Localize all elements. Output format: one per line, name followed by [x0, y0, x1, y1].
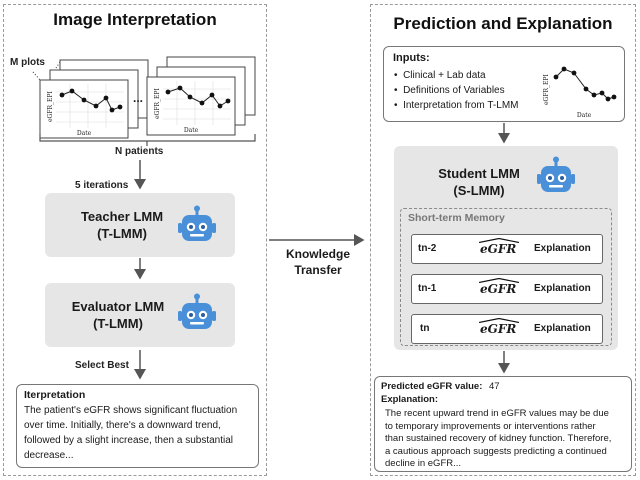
input-item: • Interpretation from T-LMM — [394, 100, 519, 111]
plot-grid-right — [163, 81, 231, 125]
right-flow-arrows — [498, 123, 510, 374]
n-patients-label: N patients — [115, 146, 164, 157]
interpretation-heading: Iterpretation — [24, 389, 86, 401]
inputs-box: Inputs: • Clinical + Lab data • Definiti… — [383, 46, 625, 122]
memory-row-label: tn-2 — [418, 243, 437, 254]
plot-ylabel-left: eGFR_EPI — [47, 91, 54, 122]
memory-row-explanation: Explanation — [534, 283, 591, 294]
memory-row-egfr: eGFR — [479, 278, 519, 296]
input-plot-xlabel: Date — [577, 112, 592, 119]
left-flow-arrows — [134, 160, 146, 380]
plot-stacks: eGFR_EPI Date eGFR_EPI Date ... — [32, 56, 256, 146]
explanation-text: The recent upward trend in eGFR values m… — [385, 408, 612, 469]
input-egfr-plot: eGFR_EPI Date — [543, 66, 617, 119]
m-plots-label: M plots — [10, 57, 45, 68]
teacher-lmm-box: Teacher LMM (T-LMM) — [45, 193, 235, 257]
left-panel-title: Image Interpretation — [53, 10, 217, 29]
robot-icon — [537, 156, 575, 192]
memory-row-label: tn-1 — [418, 283, 437, 294]
plot-xlabel-left: Date — [77, 130, 92, 137]
short-term-memory-title: Short-term Memory — [408, 212, 505, 224]
memory-row-explanation: Explanation — [534, 243, 591, 254]
input-plot-ylabel: eGFR_EPI — [543, 74, 550, 105]
interpretation-box: Iterpretation The patient's eGFR shows s… — [16, 384, 259, 468]
inputs-heading: Inputs: — [393, 52, 430, 64]
plots-ellipsis: ... — [133, 91, 143, 105]
iterations-label: 5 iterations — [75, 180, 129, 191]
short-term-memory-panel: Short-term Memory tn-2 eGFR Explanation … — [400, 208, 612, 346]
hat-mark — [479, 278, 519, 283]
input-item: • Clinical + Lab data — [394, 70, 486, 81]
robot-icon — [178, 205, 216, 241]
memory-row-explanation: Explanation — [534, 323, 591, 334]
plot-xlabel-right: Date — [184, 127, 199, 134]
memory-row-egfr: eGFR — [479, 238, 519, 256]
evaluator-lmm-title: Evaluator LMM (T-LMM) — [71, 299, 165, 331]
predicted-value: 47 — [489, 381, 500, 392]
memory-row: tn eGFR Explanation — [411, 314, 603, 344]
m-plots-connector — [32, 61, 61, 81]
image-interpretation-panel — [3, 4, 267, 476]
hat-mark — [479, 238, 519, 243]
plot-ylabel-right: eGFR_EPI — [154, 88, 161, 119]
memory-row: tn-1 eGFR Explanation — [411, 274, 603, 304]
right-panel-title: Prediction and Explanation — [393, 14, 613, 33]
teacher-lmm-title: Teacher LMM (T-LMM) — [80, 209, 164, 241]
student-lmm-box: Student LMM (S-LMM) Short-term Memory tn… — [394, 146, 618, 350]
hat-mark — [479, 318, 519, 323]
prediction-output-box: Predicted eGFR value: 47 Explanation: Th… — [374, 376, 632, 472]
select-best-label: Select Best — [75, 360, 129, 371]
student-lmm-title: Student LMM (S-LMM) — [438, 166, 520, 198]
plot-stack-left: eGFR_EPI Date — [39, 59, 149, 139]
predicted-label: Predicted eGFR value: — [381, 381, 483, 392]
plot-stack-right: eGFR_EPI Date — [146, 56, 256, 136]
interpretation-text: The patient's eGFR shows significant flu… — [24, 405, 238, 461]
robot-icon — [178, 293, 216, 329]
prediction-explanation-panel — [370, 4, 636, 476]
predicted-value-line: Predicted eGFR value: 47 — [381, 381, 500, 392]
memory-row: tn-2 eGFR Explanation — [411, 234, 603, 264]
knowledge-transfer-arrow — [269, 234, 365, 246]
input-item: • Definitions of Variables — [394, 85, 505, 96]
knowledge-transfer-label: Knowledge Transfer — [285, 247, 350, 277]
memory-row-label: tn — [420, 323, 430, 334]
evaluator-lmm-box: Evaluator LMM (T-LMM) — [45, 283, 235, 347]
explanation-heading: Explanation: — [381, 394, 439, 405]
memory-row-egfr: eGFR — [479, 318, 519, 336]
